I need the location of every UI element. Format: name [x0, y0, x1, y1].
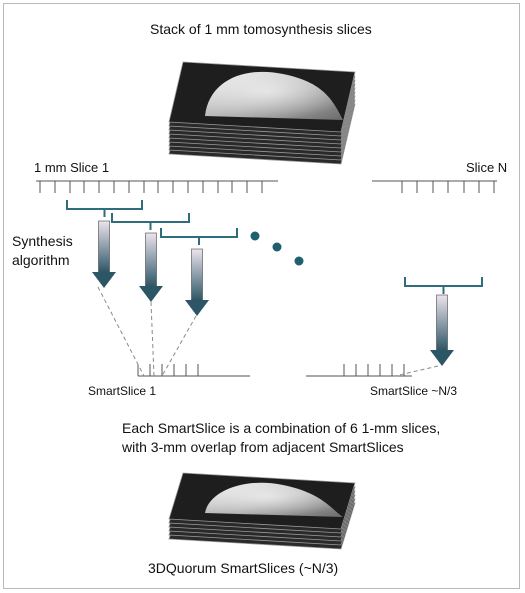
tomosynthesis-slice-stack-image — [168, 61, 356, 165]
smartslice-first-label: SmartSlice 1 — [88, 384, 157, 398]
slice-rulers — [36, 180, 497, 377]
connector-dashed-line — [150, 301, 155, 377]
arrow-shaft — [436, 294, 448, 351]
arrow-head — [185, 300, 209, 316]
arrow-shaft — [98, 220, 110, 273]
connector-dashed-line — [97, 286, 145, 377]
arrow-shaft — [191, 248, 203, 301]
slice-group-bracket — [111, 213, 190, 230]
arrow-head — [92, 272, 116, 288]
breast-texture — [205, 482, 343, 517]
connector-dashed-line — [394, 365, 439, 377]
description-text: Each SmartSlice is a combination of 6 1-… — [122, 420, 441, 455]
smartslice-stack-image — [168, 472, 356, 550]
ellipsis-dot — [294, 256, 304, 266]
first-slice-label: 1 mm Slice 1 — [34, 160, 110, 175]
last-slice-label: Slice N — [466, 160, 508, 175]
ellipsis-dots — [250, 231, 304, 266]
connector-dashed-line — [161, 315, 197, 377]
connector-dashed-lines — [97, 286, 439, 377]
arrow-head — [139, 286, 163, 302]
slice-group-bracket — [66, 200, 143, 217]
slice-group-bracket — [160, 228, 238, 245]
synthesis-algorithm-label: Synthesis algorithm — [12, 233, 73, 268]
smartslice-last-label: SmartSlice ~N/3 — [370, 384, 458, 398]
diagram-title: Stack of 1 mm tomosynthesis slices — [150, 21, 372, 37]
bottom-caption: 3DQuorum SmartSlices (~N/3) — [148, 560, 339, 576]
arrow-head — [430, 350, 454, 366]
slice-group-brackets — [66, 200, 483, 294]
ellipsis-dot — [272, 242, 282, 252]
ellipsis-dot — [250, 231, 260, 241]
breast-texture — [205, 71, 343, 120]
synthesis-arrows — [92, 220, 454, 366]
arrow-shaft — [145, 232, 157, 287]
slice-group-bracket — [404, 277, 483, 294]
